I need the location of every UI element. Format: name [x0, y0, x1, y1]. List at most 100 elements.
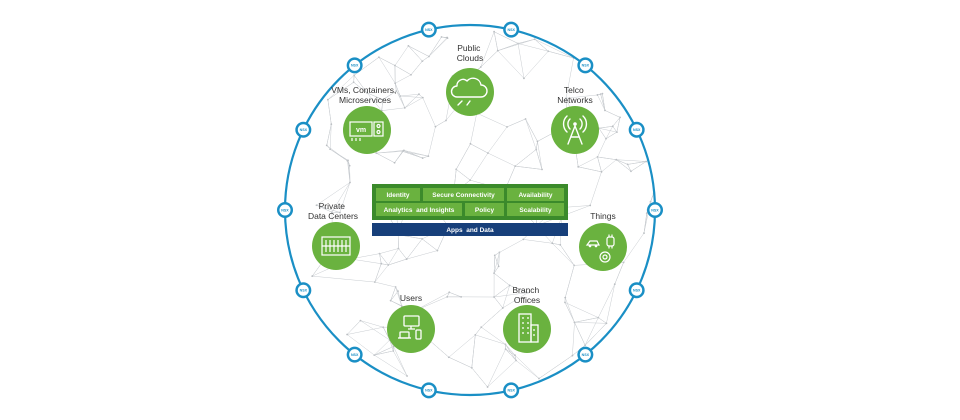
nsx-badge: NSX — [420, 382, 437, 399]
nsx-badge-label: NSX — [582, 353, 590, 357]
nsx-badge: NSX — [277, 202, 293, 218]
mesh-line — [525, 118, 538, 142]
mesh-line — [327, 99, 332, 125]
cell-label-availability: Availability — [518, 192, 552, 199]
mesh-line — [480, 50, 498, 68]
mesh-node — [392, 345, 395, 348]
mesh-line — [379, 248, 399, 254]
mesh-line — [616, 159, 628, 165]
mesh-line — [487, 152, 516, 167]
iot-devices-icon — [585, 234, 615, 263]
mesh-line — [326, 124, 332, 146]
mesh-line — [360, 320, 384, 328]
mesh-line — [502, 292, 529, 309]
mesh-line — [564, 297, 575, 323]
mesh-line — [475, 327, 482, 336]
mesh-line — [378, 57, 396, 84]
mesh-line — [448, 334, 476, 358]
mesh-node — [446, 36, 448, 39]
node-label-branch-offices: Branch Offices — [512, 285, 541, 305]
node-circle-telco-networks — [551, 106, 599, 154]
mesh-line — [494, 292, 529, 298]
mesh-line — [396, 90, 401, 97]
mesh-line — [476, 112, 508, 128]
mesh-node — [407, 44, 410, 47]
mesh-line — [605, 131, 617, 139]
mesh-node — [536, 140, 539, 143]
mesh-line — [421, 238, 438, 251]
mesh-line — [374, 339, 390, 356]
mesh-line — [346, 334, 375, 356]
mesh-line — [616, 159, 632, 172]
cell-availability — [507, 188, 564, 201]
mesh-line — [470, 143, 489, 154]
mesh-node — [421, 96, 424, 99]
mesh-node — [311, 275, 314, 278]
mesh-line — [494, 255, 499, 267]
mesh-node — [565, 97, 568, 100]
nsx-badge: NSX — [295, 121, 312, 138]
mesh-line — [435, 120, 447, 127]
nsx-badge: NSX — [420, 21, 437, 38]
mesh-line — [515, 360, 540, 379]
node-label-users: Users — [400, 293, 422, 303]
cell-tower-icon — [562, 115, 588, 145]
mesh-line — [428, 37, 448, 57]
mesh-line — [394, 150, 405, 163]
mesh-node — [523, 77, 525, 80]
nsx-badge-label: NSX — [651, 208, 659, 212]
nsx-badge: NSX — [295, 282, 312, 299]
mesh-line — [537, 141, 543, 170]
mesh-line — [612, 117, 621, 127]
mesh-line — [572, 322, 575, 356]
mesh-line — [422, 155, 429, 159]
mesh-line — [598, 317, 607, 324]
mesh-line — [347, 326, 384, 335]
mesh-line — [493, 272, 510, 286]
node-users: Users — [387, 293, 435, 353]
mesh-line — [339, 182, 351, 213]
mesh-line — [374, 346, 394, 356]
mesh-line — [560, 244, 575, 266]
mesh-line — [374, 354, 408, 377]
mesh-line — [600, 94, 606, 111]
mesh-line — [480, 31, 495, 68]
mesh-line — [379, 253, 382, 264]
mesh-line — [374, 350, 394, 356]
mesh-line — [374, 281, 396, 288]
node-private-data-centers: Private Data Centers — [308, 201, 360, 270]
mesh-node — [446, 295, 449, 298]
mesh-line — [394, 83, 397, 92]
svg-text:vm: vm — [356, 127, 366, 134]
mesh-line — [393, 350, 408, 377]
mesh-line — [566, 94, 598, 99]
mesh-line — [616, 159, 647, 162]
mesh-line — [523, 239, 553, 244]
mesh-line — [394, 65, 412, 76]
mesh-line — [456, 143, 471, 170]
node-branch-offices: Branch Offices — [503, 285, 551, 353]
mesh-node — [394, 82, 397, 85]
mesh-line — [525, 118, 537, 150]
mesh-line — [616, 117, 621, 133]
mesh-line — [605, 126, 613, 139]
mesh-line — [597, 156, 617, 160]
mesh-line — [535, 141, 538, 150]
nsx-badge: NSX — [577, 346, 594, 363]
mesh-line — [597, 94, 606, 111]
mesh-line — [535, 149, 543, 170]
mesh-line — [509, 285, 529, 293]
nsx-badge-label: NSX — [507, 28, 515, 32]
mesh-line — [456, 169, 471, 181]
mesh-line — [376, 150, 404, 154]
cell-label-analytics-insights: Analytics and Insights — [384, 207, 455, 214]
cell-scalability — [507, 203, 564, 216]
nsx-badge-label: NSX — [300, 289, 308, 293]
nsx-badge: NSX — [346, 57, 363, 74]
mesh-line — [612, 126, 618, 133]
mesh-line — [471, 367, 488, 388]
mesh-line — [475, 334, 506, 345]
node-label-public-clouds: Public Clouds — [457, 43, 483, 63]
cell-policy — [465, 203, 504, 216]
node-circle-vms-containers — [343, 106, 391, 154]
